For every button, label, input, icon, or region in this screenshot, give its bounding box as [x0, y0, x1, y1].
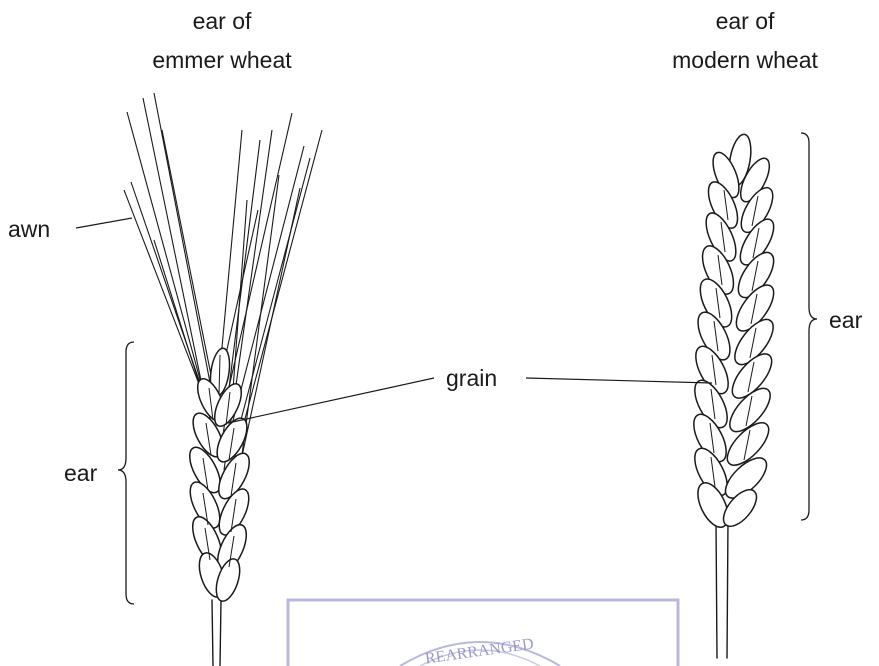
watermark-stamp: REARRANGED: [288, 600, 678, 666]
ear-left-brace: [118, 342, 134, 604]
ear-right-brace: [801, 133, 817, 520]
modern-ear: [687, 133, 780, 658]
emmer-ear: [184, 347, 256, 666]
grain-label: grain: [446, 365, 497, 391]
modern-title-line2: modern wheat: [672, 47, 818, 73]
modern-title-line1: ear of: [716, 8, 775, 34]
awn-label: awn: [8, 216, 50, 242]
grain-leader-right: [526, 378, 712, 383]
ear-left-label: ear: [64, 460, 98, 486]
grain-leader-left: [228, 378, 434, 423]
emmer-title-line1: ear of: [193, 8, 252, 34]
awn-leader-line: [76, 218, 132, 228]
emmer-title-line2: emmer wheat: [152, 47, 292, 73]
ear-right-label: ear: [829, 307, 863, 333]
watermark-text: REARRANGED: [424, 636, 535, 666]
